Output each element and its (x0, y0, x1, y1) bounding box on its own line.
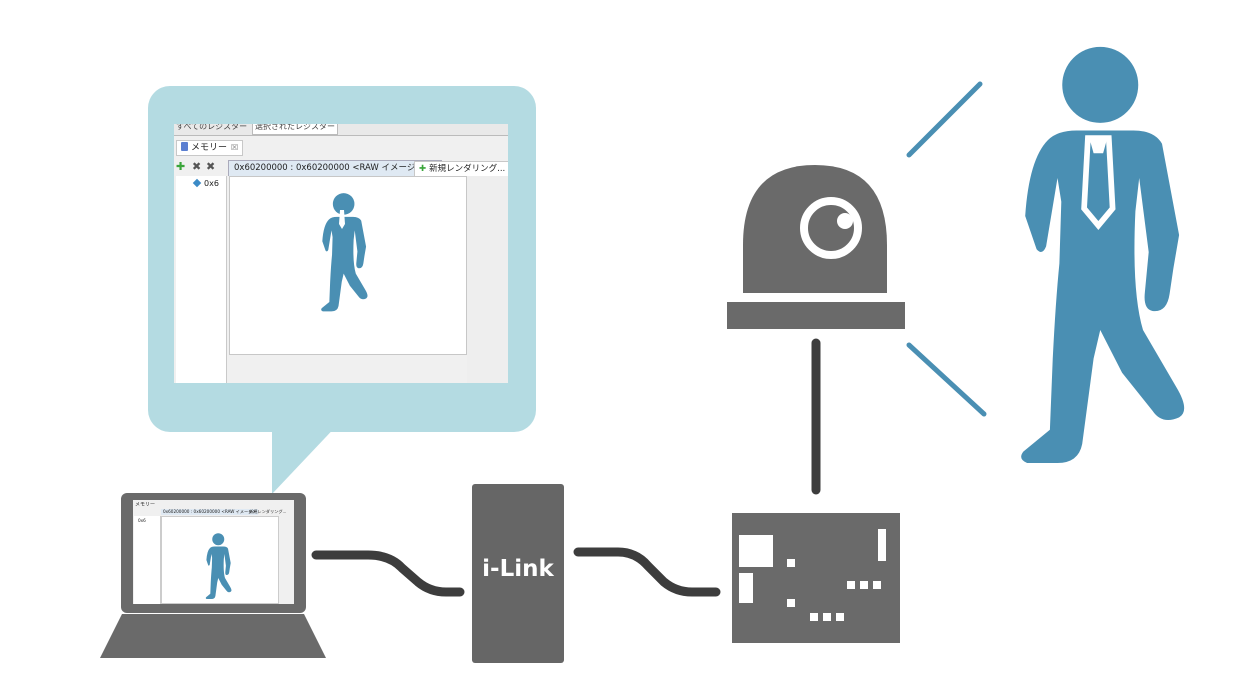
ilink-device (472, 484, 564, 663)
memory-view-screenshot: すべてのレジスター 選択されたレジスター メモリー☒ ✚ ✖ ✖ 0x6 0x6… (174, 124, 508, 383)
speech-bubble-tail (272, 420, 342, 494)
wire-laptop-to-ilink (311, 550, 465, 597)
wire-ilink-to-board (573, 547, 721, 597)
camera-lens-highlight (837, 213, 853, 229)
monitor-list-item[interactable]: 0x6 (192, 178, 219, 188)
laptop-screen: メモリー 0x60200000 : 0x60200000 <RAW イメージ> … (133, 500, 294, 604)
monitor-list: 0x6 (176, 176, 227, 383)
memory-toolbar: ✚ ✖ ✖ (176, 160, 226, 174)
signal-line-lower (906, 342, 987, 417)
chip (739, 535, 773, 567)
chip (878, 529, 886, 561)
camera-dome (743, 165, 887, 293)
signal-line-upper (906, 81, 983, 158)
memory-view-tab[interactable]: メモリー☒ (176, 140, 244, 156)
chip (787, 599, 795, 607)
scroll-strip (467, 176, 508, 383)
laptop-monitor-address: 0x6 (138, 518, 146, 523)
laptop-new-rendering-tab: 新規レンダリング... (249, 509, 287, 514)
new-rendering-label: 新規レンダリング... (429, 164, 506, 174)
circuit-board (732, 513, 900, 643)
chip (860, 581, 868, 589)
laptop-keyboard-base (100, 614, 326, 658)
camera-mount-base (727, 302, 905, 329)
remove-monitor-icon[interactable]: ✖ (192, 160, 202, 173)
camera-lens-icon (800, 197, 862, 259)
laptop-monitor-list (134, 516, 161, 604)
tab-selected-registers[interactable]: 選択されたレジスター (252, 124, 338, 135)
person-icon (1021, 46, 1185, 463)
memory-view-icon (181, 142, 188, 151)
remove-all-monitors-icon[interactable]: ✖ (206, 160, 216, 173)
laptop-rendering-tab: 0x60200000 : 0x60200000 <RAW イメージ> (161, 509, 258, 515)
chip (823, 613, 831, 621)
register-tab-bar: すべてのレジスター 選択されたレジスター (174, 124, 508, 136)
monitor-address: 0x6 (204, 179, 219, 188)
tab-all-registers[interactable]: すべてのレジスター (176, 124, 248, 131)
chip (836, 613, 844, 621)
chip (810, 613, 818, 621)
raw-image-canvas (229, 176, 467, 355)
laptop-canvas (161, 516, 279, 604)
ilink-label: i-Link (482, 556, 554, 582)
close-icon[interactable]: ☒ (231, 143, 239, 152)
chip (847, 581, 855, 589)
person-icon (321, 193, 368, 312)
rendering-tab-label: 0x60200000 : 0x60200000 <RAW イメージ> (234, 163, 423, 173)
chip (873, 581, 881, 589)
chip (739, 573, 753, 603)
chip (787, 559, 795, 567)
add-monitor-icon[interactable]: ✚ (176, 160, 186, 173)
add-rendering-icon: ✚ (419, 164, 427, 174)
laptop-memory-view-tab: メモリー (135, 502, 156, 508)
memory-view-title: メモリー (191, 143, 228, 153)
tie-icon (339, 210, 345, 229)
